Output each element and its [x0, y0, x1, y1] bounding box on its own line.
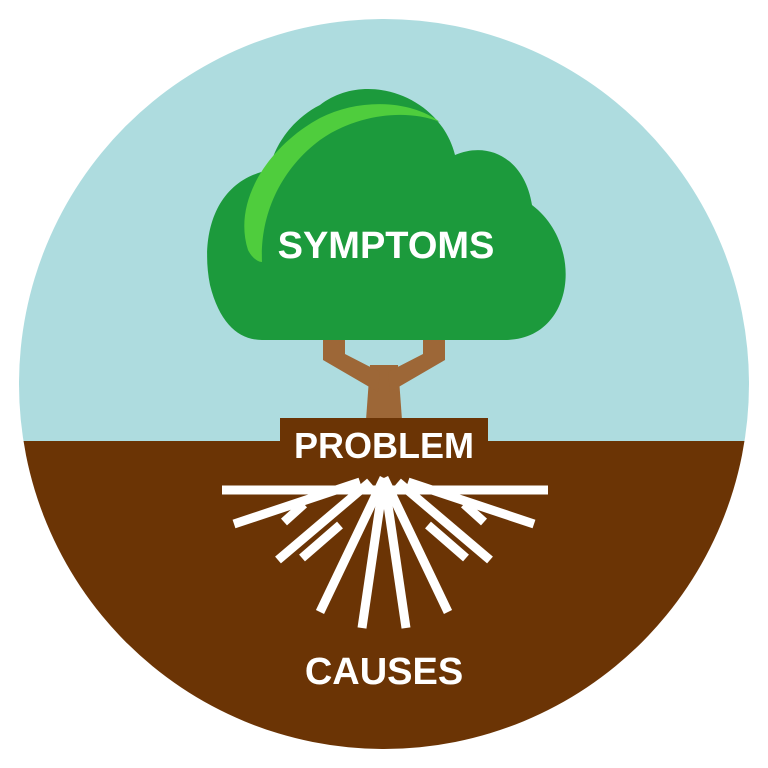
- root-line: [299, 521, 343, 562]
- root-line: [315, 476, 389, 614]
- problem-plaque: PROBLEM: [280, 418, 488, 470]
- root-line: [232, 477, 362, 529]
- canopy-highlight: [244, 104, 440, 262]
- problem-label: PROBLEM: [294, 425, 474, 466]
- branch-left: [323, 336, 380, 392]
- root-line: [357, 477, 389, 629]
- tree-trunk: [323, 336, 445, 420]
- root-line: [280, 500, 308, 526]
- root-line: [379, 476, 453, 614]
- root-line: [275, 478, 373, 564]
- tree-canopy: SYMPTOMS: [207, 89, 566, 340]
- causes-label: CAUSES: [305, 651, 463, 693]
- root-line: [406, 477, 536, 529]
- symptoms-label: SYMPTOMS: [278, 225, 495, 267]
- problem-box: [280, 418, 488, 470]
- root-line: [395, 478, 493, 564]
- root-line: [425, 521, 469, 562]
- branch-right: [388, 336, 445, 392]
- tree-roots: [222, 476, 548, 629]
- root-line: [379, 477, 411, 629]
- root-line: [460, 500, 488, 526]
